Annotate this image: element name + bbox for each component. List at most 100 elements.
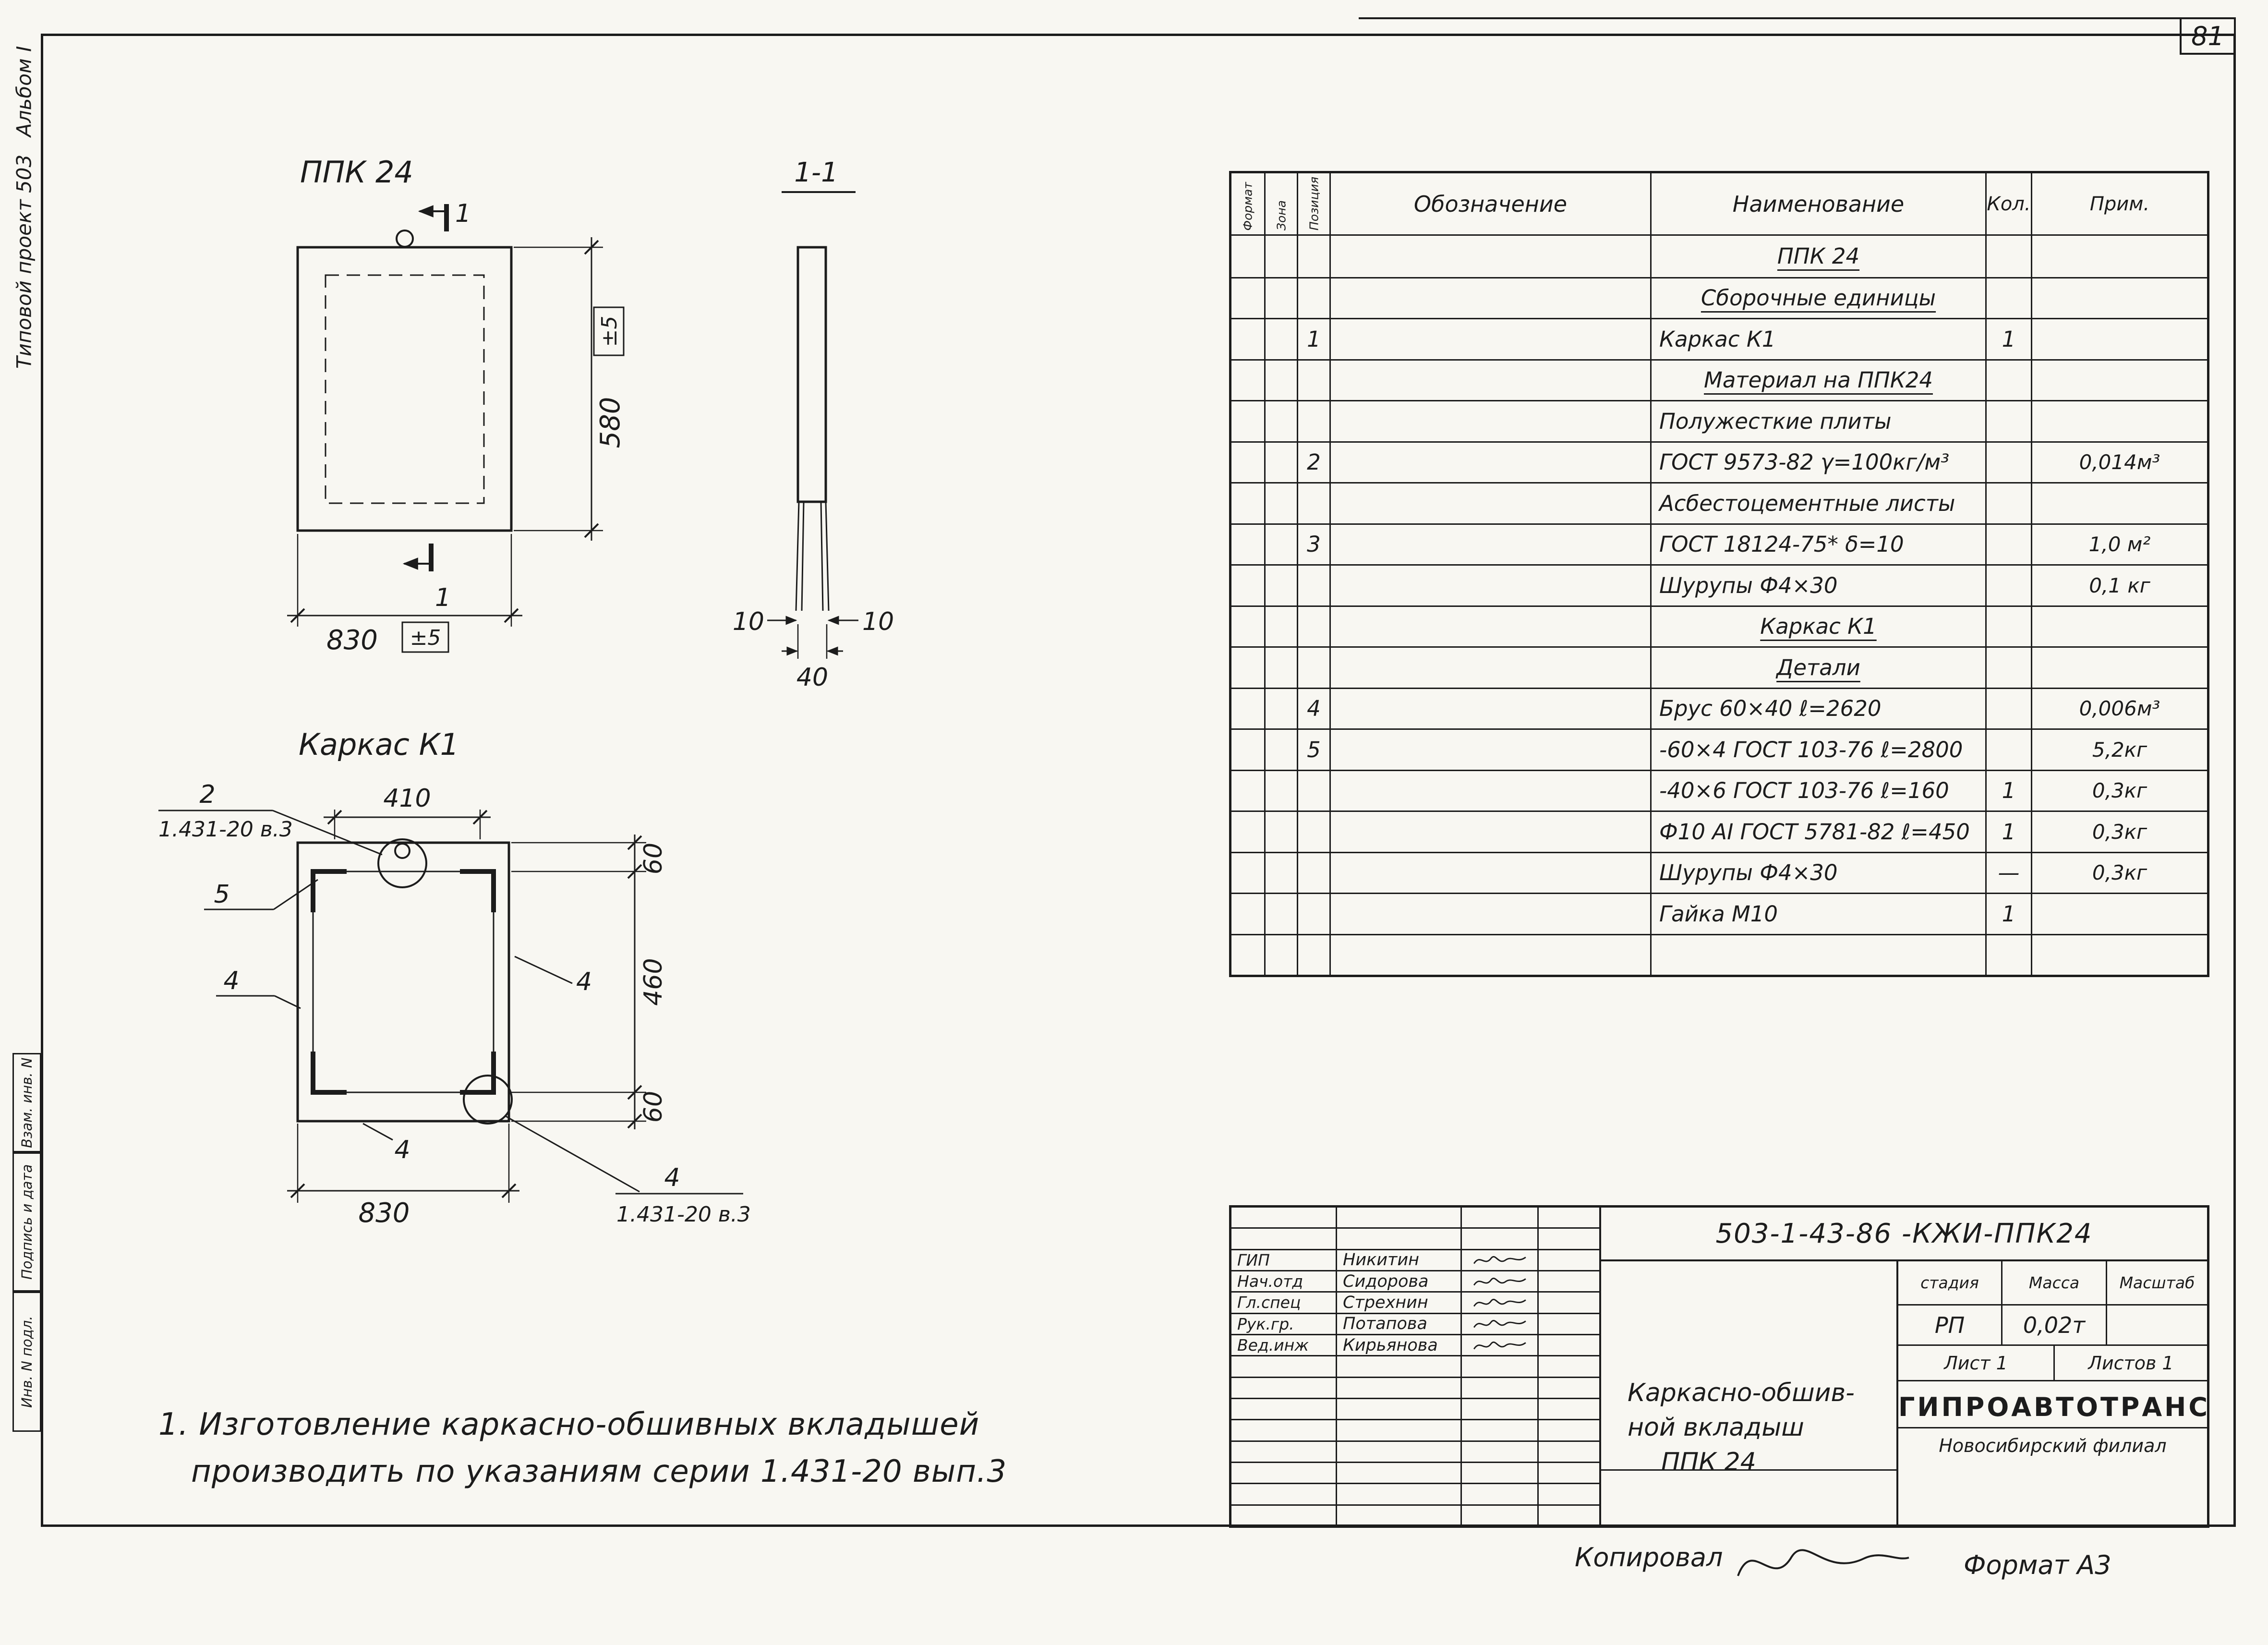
section-title: 1-1 [794,157,838,188]
spec-cell-name: ГОСТ 9573-82 γ=100кг/м³ [1650,442,1985,482]
spec-cell-format [1231,443,1264,483]
stamp-person-row [1231,1420,1599,1442]
stage-label: стадия [1896,1261,2001,1306]
spec-cell-note: 1,0 м² [2031,524,2207,564]
spec-cell-pos [1297,360,1329,400]
section-mark-label-bottom: 1 [435,583,451,612]
spec-cell-note: 0,3кг [2031,771,2207,810]
spec-cell-qty [1985,935,2031,975]
person-signature [1462,1314,1539,1334]
callout-4-right: 4 [576,968,592,996]
frame-dim-top: 410 [383,784,431,813]
spec-cell-name: Детали [1650,648,1985,688]
spec-row: ППК 24 [1231,236,2207,277]
person-role: Рук.гр. [1231,1314,1337,1334]
spec-row: Сборочные единицы [1231,277,2207,318]
spec-cell-note: 5,2кг [2031,730,2207,770]
spec-cell-designation [1329,401,1650,441]
scale-value [2106,1306,2207,1346]
person-name [1337,1463,1462,1483]
spec-cell-pos: 2 [1297,442,1329,482]
spec-cell-qty: 1 [1985,771,2031,810]
person-role [1231,1441,1337,1462]
detail-circle-top [377,838,427,888]
callout-2: 2 [199,780,215,809]
spec-row: 3 ГОСТ 18124-75* δ=10 1,0 м² [1231,523,2207,565]
person-date [1539,1463,1599,1483]
frame-view: Каркас К1 410 [158,727,751,1229]
spec-cell-note [2031,278,2207,318]
plan-width-tol: ±5 [410,626,441,650]
spec-cell-qty [1985,278,2031,318]
spec-cell-zone [1264,484,1297,523]
frame-inner-outline [312,871,495,1093]
spec-cell-zone [1264,278,1297,318]
person-date [1539,1208,1599,1227]
spec-cell-pos [1297,853,1329,893]
copied-signature [1737,1549,1909,1576]
stamp-person-row: Нач.отд Сидорова [1231,1271,1599,1293]
spec-cell-pos [1297,648,1329,688]
stamp-person-row [1231,1208,1599,1229]
person-date [1539,1420,1599,1440]
stamp-person-row [1231,1463,1599,1485]
signature-squiggle [1473,1256,1526,1264]
spec-cell-designation [1329,812,1650,852]
spec-cell-zone [1264,689,1297,728]
organization-name: ГИПРОАВТОТРАНС [1898,1381,2208,1428]
spec-cell-format [1231,607,1264,647]
mass-value: 0,02т [2001,1306,2106,1346]
spec-cell-format [1231,730,1264,770]
spec-cell-zone [1264,648,1297,688]
spec-cell-note: 0,3кг [2031,853,2207,893]
signature-squiggle [1473,1341,1526,1350]
spec-cell-name: -60×4 ГОСТ 103-76 ℓ=2800 [1650,730,1985,770]
spec-cell-format [1231,525,1264,565]
spec-row: Шурупы Ф4×30 0,1 кг [1231,564,2207,605]
spec-cell-qty [1985,401,2031,441]
note-line-2: производить по указаниям серии 1.431-20 … [191,1454,1007,1489]
person-date [1539,1378,1599,1398]
callout-4-detail: 4 [664,1163,680,1192]
section-mark-label-top: 1 [455,199,471,228]
spec-cell-pos [1297,278,1329,318]
spec-row: 2 ГОСТ 9573-82 γ=100кг/м³ 0,014м³ [1231,441,2207,483]
spec-cell-name: Асбестоцементные листы [1650,484,1985,523]
spec-cell-designation [1329,606,1650,646]
spec-cell-name: Полужесткие плиты [1650,401,1985,441]
frame-title: Каркас К1 [299,727,459,762]
spec-cell-zone [1264,771,1297,810]
stamp-person-row [1231,1399,1599,1421]
signature-squiggle [1473,1277,1526,1286]
spec-cell-designation [1329,689,1650,728]
stamp-person-row: ГИП Никитин [1231,1250,1599,1271]
spec-row: Асбестоцементные листы [1231,482,2207,523]
person-role [1231,1484,1337,1504]
spec-cell-zone [1264,894,1297,934]
title-block: ГИП Никитин Нач.отд Сидорова Гл.спец Стр… [1229,1205,2209,1528]
plan-lifting-loop [396,230,414,248]
corner-angle-bl [311,1052,347,1095]
spec-header-note: Прим. [2031,173,2207,234]
spec-row: Ф10 АI ГОСТ 5781-82 ℓ=450 1 0,3кг [1231,810,2207,852]
spec-cell-zone [1264,566,1297,605]
stamp-person-row [1231,1378,1599,1399]
person-name: Кирьянова [1337,1335,1462,1355]
spec-cell-zone [1264,401,1297,441]
copied-by-label: Копировал [1575,1542,1723,1572]
spec-cell-format [1231,648,1264,688]
spec-cell-qty [1985,524,2031,564]
person-role [1231,1505,1337,1525]
person-name: Сидорова [1337,1271,1462,1292]
spec-cell-designation [1329,319,1650,359]
person-signature [1462,1335,1539,1355]
spec-cell-format [1231,853,1264,893]
spec-row: Шурупы Ф4×30 — 0,3кг [1231,851,2207,893]
frame-outline [296,841,510,1123]
sheets-total: Листов 1 [2053,1346,2207,1381]
person-date [1539,1506,1599,1525]
person-name [1337,1208,1462,1228]
spec-cell-qty [1985,442,2031,482]
spec-cell-format [1231,689,1264,729]
spec-row: 1 Каркас К1 1 [1231,318,2207,359]
